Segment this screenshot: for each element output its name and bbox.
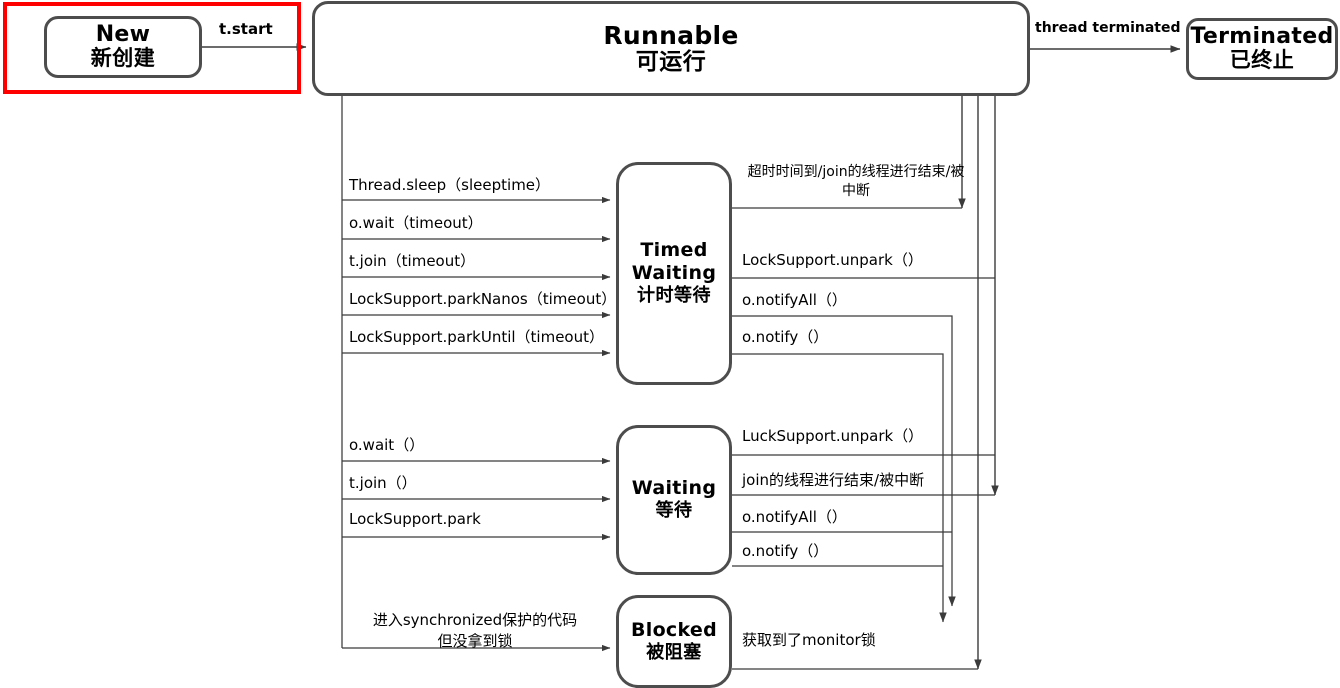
node-label-zh: 等待: [655, 500, 693, 522]
edge-label-o-notifyall-timed: o.notifyAll（）: [742, 291, 847, 309]
edge-label-t-join: t.join（）: [349, 474, 417, 492]
node-label-en: Timed Waiting: [631, 239, 717, 285]
node-label-zh: 新创建: [90, 46, 156, 71]
node-label-en: Blocked: [630, 618, 718, 641]
node-label-en: Terminated: [1190, 24, 1334, 50]
state-node-terminated[interactable]: Terminated 已终止: [1186, 18, 1338, 80]
node-label-zh: 已终止: [1229, 48, 1295, 73]
edge-label-o-wait: o.wait（）: [349, 436, 425, 454]
edge-label-o-notify-waiting: o.notify（）: [742, 542, 829, 560]
edge-label-timeout-join-interrupt: 超时时间到/join的线程进行结束/被中断: [747, 164, 965, 199]
node-label-en: Waiting: [631, 477, 717, 500]
node-label-zh: 被阻塞: [646, 641, 702, 663]
node-label-zh: 可运行: [635, 49, 707, 76]
state-node-waiting[interactable]: Waiting 等待: [616, 425, 732, 575]
edge-label-thread-terminated: thread terminated: [1035, 20, 1181, 36]
edge-label-thread-sleep: Thread.sleep（sleeptime）: [349, 176, 551, 194]
node-label-en: New: [95, 22, 151, 48]
state-node-timed-waiting[interactable]: Timed Waiting 计时等待: [616, 162, 732, 385]
state-node-blocked[interactable]: Blocked 被阻塞: [616, 595, 732, 688]
edge-label-parknanos: LockSupport.parkNanos（timeout）: [349, 290, 617, 308]
node-label-zh: 计时等待: [637, 285, 711, 307]
edge-label-locksupport-park: LockSupport.park: [349, 510, 481, 528]
edge-label-o-notifyall-waiting: o.notifyAll（）: [742, 508, 847, 526]
edge-label-lucksupport-unpark: LuckSupport.unpark（）: [742, 427, 924, 445]
edge-label-acquired-monitor-lock: 获取到了monitor锁: [742, 631, 876, 649]
edge-label-parkuntil: LockSupport.parkUntil（timeout）: [349, 328, 604, 346]
edge-label-o-wait-timeout: o.wait（timeout）: [349, 214, 483, 232]
edge-label-o-notify-timed: o.notify（）: [742, 328, 829, 346]
edge-label-t-join-timeout: t.join（timeout）: [349, 252, 476, 270]
node-label-en: Runnable: [603, 20, 739, 50]
state-node-runnable[interactable]: Runnable 可运行: [312, 1, 1030, 96]
new-state-highlight: [3, 2, 301, 94]
state-node-new[interactable]: New 新创建: [44, 16, 202, 78]
edge-label-t-start: t.start: [219, 20, 273, 38]
edge-label-locksupport-unpark-timed: LockSupport.unpark（）: [742, 251, 923, 269]
edge-label-join-end-interrupt: join的线程进行结束/被中断: [742, 471, 925, 489]
edge-label-enter-synchronized: 进入synchronized保护的代码 但没拿到锁: [372, 611, 578, 650]
